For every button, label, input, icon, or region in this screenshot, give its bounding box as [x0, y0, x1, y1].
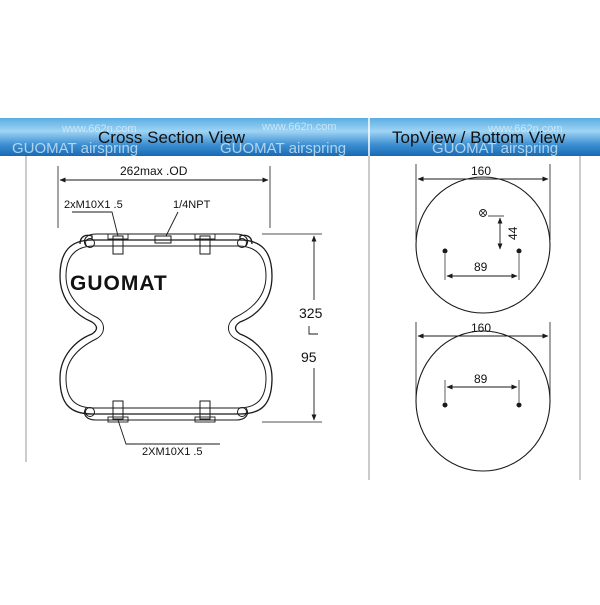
watermark-url: www.662n.com [61, 123, 137, 135]
bottom-hole-left [442, 402, 448, 408]
top-stud-left-base [107, 233, 129, 240]
air-inlet-fitting [154, 235, 172, 244]
max-height-label: 325 [299, 305, 323, 321]
watermark-brand-3: GUOMAT airspring [432, 140, 558, 157]
brand-label: GUOMAT [70, 272, 168, 295]
cross-section-header: Cross Section View [98, 128, 246, 147]
watermark-brand: GUOMAT airspring [12, 140, 138, 157]
air-inlet-cross-b [480, 210, 486, 216]
bottom-view [415, 322, 551, 472]
top-hole-left [442, 248, 448, 254]
height-range-symbol [308, 326, 318, 335]
cross-section-view [57, 166, 322, 445]
top-view [415, 164, 551, 314]
top-bead-left [85, 238, 95, 248]
top-thread-leader [72, 211, 119, 237]
top-h-spacing-label: 89 [474, 260, 488, 274]
bottom-stud-right-base [194, 416, 216, 423]
top-bead-ring [83, 233, 249, 247]
watermark-url-3: www.662n.com [487, 123, 563, 135]
top-diameter-label: 160 [471, 164, 491, 178]
top-hole-right [516, 248, 522, 254]
bellows-outline-inner [65, 245, 267, 409]
bottom-plate-circle [415, 330, 551, 472]
bellows-outline-outer [59, 239, 273, 415]
air-inlet-label: 1/4NPT [173, 199, 211, 211]
top-bottom-view-header: TopView / Bottom View [392, 128, 566, 147]
bottom-stud-right [199, 400, 211, 420]
air-inlet-mark [479, 209, 487, 217]
top-plate-circle [415, 176, 551, 314]
bottom-thread-label: 2XM10X1 .5 [142, 446, 203, 458]
header-band [0, 118, 600, 156]
bottom-bead-ring [83, 407, 249, 421]
bottom-thread-leader [117, 419, 220, 445]
bottom-stud-left [112, 400, 124, 420]
top-stud-right [199, 235, 211, 255]
top-stud-right-base [194, 233, 216, 240]
bottom-diameter-label: 160 [471, 321, 491, 335]
watermark-url-2: www.662n.com [261, 121, 337, 133]
top-plate [79, 234, 253, 245]
bottom-stud-left-base [107, 416, 129, 423]
air-inlet-leader [165, 211, 179, 237]
od-label: 262max .OD [120, 164, 188, 178]
top-bead-right [237, 238, 247, 248]
bottom-hole-right [516, 402, 522, 408]
top-v-spacing-label: 44 [506, 226, 520, 240]
top-thread-label: 2xM10X1 .5 [64, 199, 123, 211]
min-height-label: 95 [301, 349, 317, 365]
bottom-h-spacing-label: 89 [474, 372, 488, 386]
bottom-bead-right [237, 407, 247, 417]
bottom-bead-left [85, 407, 95, 417]
watermark-brand-2: GUOMAT airspring [220, 140, 346, 157]
